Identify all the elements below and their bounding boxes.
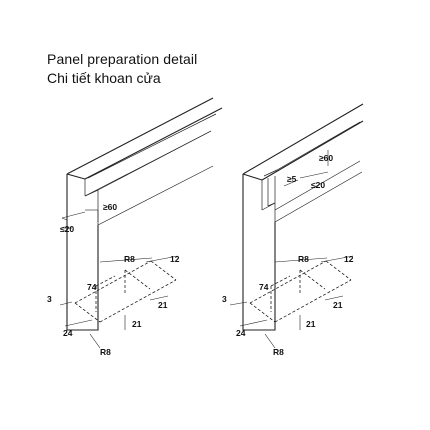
right-dim-max20: ≤20 [311,180,325,190]
left-dim-r8-top: R8 [124,254,135,264]
right-recess [249,260,352,323]
left-dim-74: 74 [87,282,97,292]
right-dim-12: 12 [344,254,354,264]
right-dimensions [229,150,354,349]
right-dim-74: 74 [259,282,269,292]
left-dim-3: 3 [47,294,52,304]
left-panel-outline [66,97,223,331]
left-dim-r8-bottom: R8 [100,347,111,357]
right-dim-21-right: 21 [333,300,343,310]
right-panel-outline [242,103,364,331]
left-dim-24: 24 [63,328,73,338]
left-recess [74,260,177,323]
left-dim-12: 12 [170,254,180,264]
left-dim-21-right: 21 [158,300,168,310]
right-dim-3: 3 [222,294,227,304]
left-dim-min60: ≥60 [103,202,117,212]
right-dim-r8-top: R8 [298,254,309,264]
left-view: ≥60 ≤20 R8 12 74 3 21 21 24 R8 [47,97,223,357]
right-dim-24: 24 [236,328,246,338]
diagram-title: Panel preparation detail [47,51,198,67]
right-view: ≥60 ≥5 ≤20 R8 12 74 3 21 21 24 R8 [222,103,364,357]
diagram-subtitle: Chi tiết khoan cửa [47,70,161,86]
right-dim-min5: ≥5 [287,174,297,184]
left-dim-21-bottom: 21 [132,319,142,329]
right-dim-21-bottom: 21 [306,319,316,329]
left-dimensions [59,209,179,349]
right-dim-r8-bottom: R8 [273,347,284,357]
right-dim-min60: ≥60 [319,153,333,163]
left-dim-max20: ≤20 [60,224,74,234]
